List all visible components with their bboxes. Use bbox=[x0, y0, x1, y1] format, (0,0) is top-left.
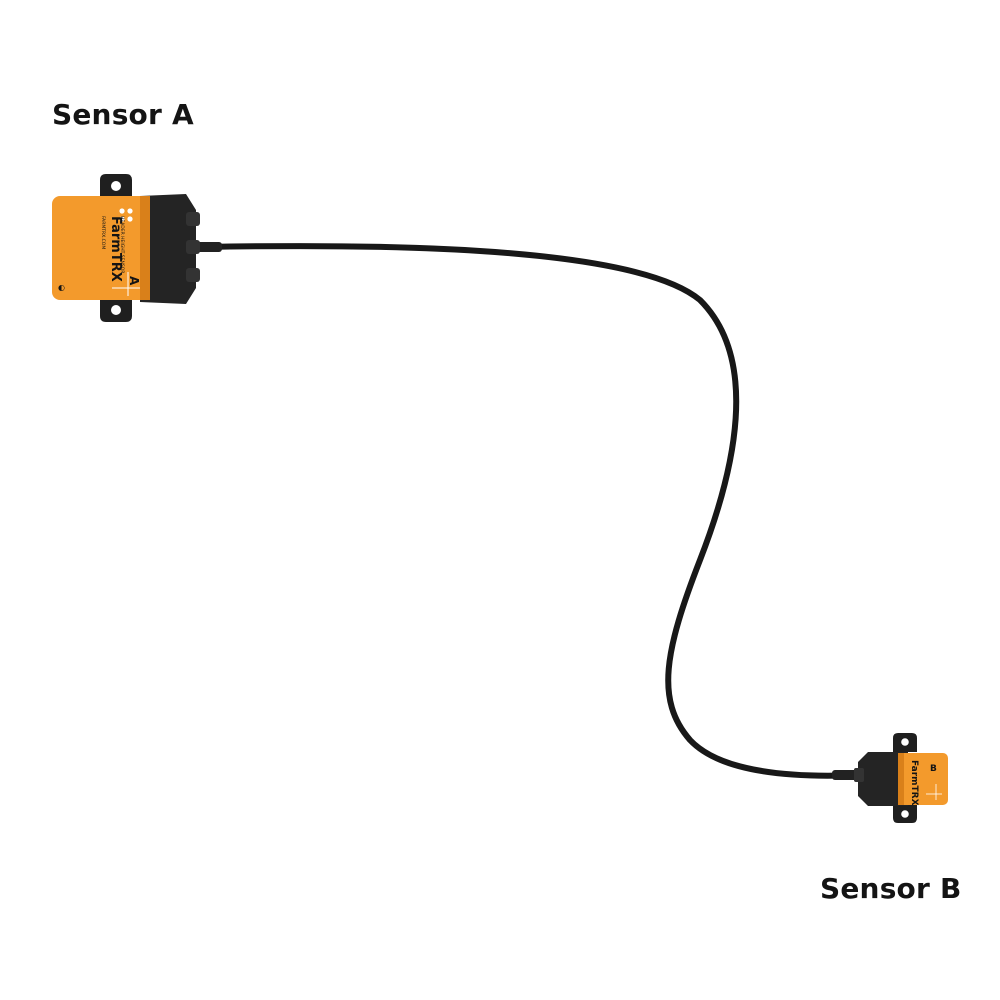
sensor-a-connector-top bbox=[186, 212, 200, 226]
sensor-b-brand-text: FarmTRX bbox=[909, 760, 919, 806]
sensor-b-letter: B bbox=[930, 764, 937, 774]
sensor-a-ce-mark: ◐ bbox=[58, 283, 65, 292]
sensor-b-label: Sensor B bbox=[820, 872, 962, 905]
sensor-b-housing bbox=[858, 752, 908, 806]
sensor-a-label: Sensor A bbox=[52, 98, 194, 131]
sensor-a-letter: A bbox=[127, 276, 141, 286]
connecting-cable bbox=[202, 243, 861, 779]
sensor-b-device: FarmTRX B bbox=[854, 733, 948, 823]
sensor-a-orange-face bbox=[52, 196, 150, 300]
sensor-a-housing bbox=[140, 194, 196, 304]
sensor-a-status-led-2 bbox=[119, 216, 125, 222]
sensor-a-product-text: HEADER HEIGHT SENSOR bbox=[119, 216, 125, 273]
sensor-a-website-text: FARMTRX.COM bbox=[100, 216, 106, 249]
sensor-b-orange-face bbox=[898, 753, 948, 805]
sensor-a-status-led-1 bbox=[119, 208, 125, 214]
sensor-a-device: FarmTRX HEADER HEIGHT SENSOR FARMTRX.COM… bbox=[52, 174, 200, 322]
sensor-b-connector bbox=[854, 768, 864, 782]
sensor-a-connector-bottom bbox=[186, 268, 200, 282]
sensor-a-brand-text: FarmTRX bbox=[108, 216, 123, 282]
sensor-a-status-led-4 bbox=[127, 216, 133, 222]
sensor-a-connector-mid bbox=[186, 240, 200, 254]
sensor-a-status-led-3 bbox=[127, 208, 133, 214]
